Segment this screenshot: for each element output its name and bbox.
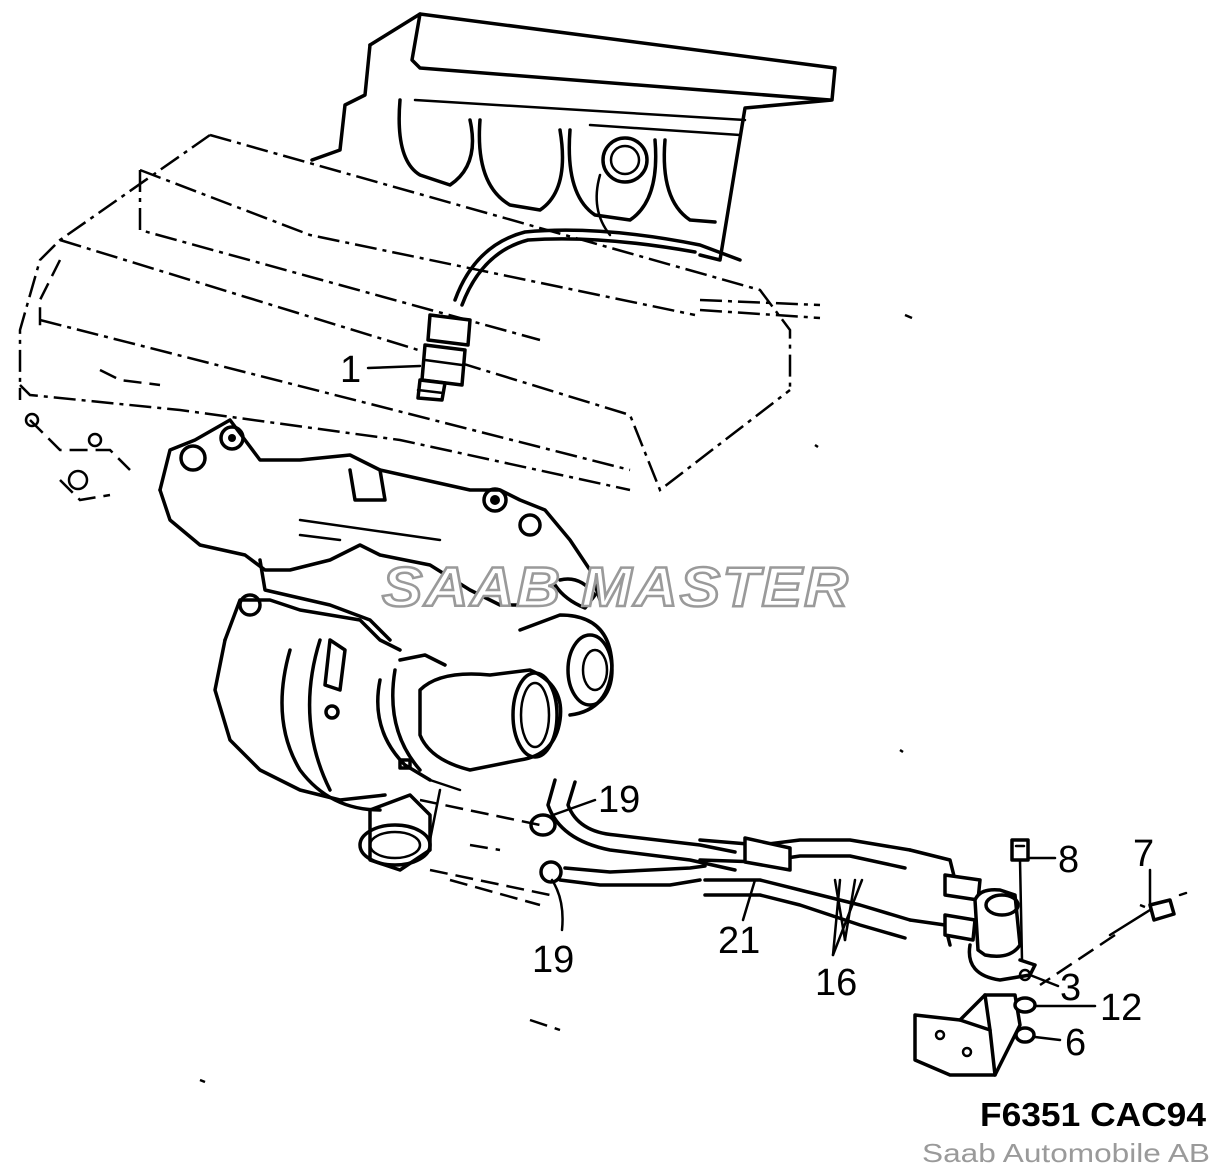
callout-1: 1 <box>340 349 361 391</box>
callout-8: 8 <box>1058 839 1079 881</box>
callout-7: 7 <box>1133 833 1154 875</box>
cylinder-head-cover <box>18 133 821 502</box>
solenoid-valve <box>913 887 1037 1077</box>
turbocharger <box>213 593 614 872</box>
callout-21: 21 <box>718 920 760 962</box>
figure-code: F6351 CAC94 <box>980 1096 1207 1133</box>
pressure-sensor <box>416 228 742 402</box>
credit-text: Saab Automobile AB <box>922 1138 1210 1168</box>
hose-connectors <box>529 813 563 884</box>
callout-labels: 1 19 19 21 16 8 7 3 12 6 <box>340 349 1154 1064</box>
callout-16: 16 <box>815 962 857 1004</box>
callout-3: 3 <box>1060 967 1081 1009</box>
callout-19-bottom: 19 <box>532 939 574 981</box>
hoses <box>546 778 982 947</box>
exhaust-manifold <box>158 418 602 642</box>
callout-6: 6 <box>1065 1022 1086 1064</box>
watermark: SAAB MASTER <box>382 555 850 618</box>
fasteners <box>1010 838 1188 1044</box>
callout-19-top: 19 <box>598 779 640 821</box>
intake-manifold <box>310 12 837 262</box>
leader-lines <box>366 364 1152 1042</box>
callout-12: 12 <box>1100 987 1142 1029</box>
assembly-centerlines <box>199 313 1146 1084</box>
